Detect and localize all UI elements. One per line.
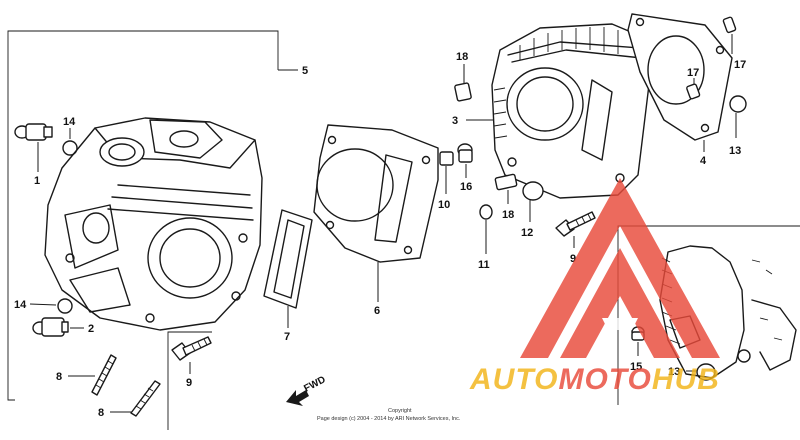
- callout-14-bottom: 14: [14, 299, 27, 311]
- washer-11: [479, 204, 493, 220]
- callout-13-bottom: 13: [668, 366, 680, 378]
- fwd-arrow: FWD: [286, 374, 328, 406]
- dowel-pin-17-mid: [686, 83, 701, 100]
- stud-8-a: [91, 354, 117, 396]
- callout-2: 2: [88, 323, 94, 335]
- head-gasket-6: [313, 124, 439, 263]
- callout-15: 15: [630, 361, 642, 373]
- callout-7: 7: [284, 331, 290, 343]
- stud-8-b: [130, 380, 161, 417]
- callout-5: 5: [302, 65, 308, 77]
- callout-13-top: 13: [729, 145, 741, 157]
- callout-9-left: 9: [186, 377, 192, 389]
- callout-3: 3: [452, 115, 458, 127]
- cap-nut-16: [457, 143, 473, 163]
- callout-6: 6: [374, 305, 380, 317]
- callout-12: 12: [521, 227, 533, 239]
- cylinder: [491, 23, 653, 199]
- callout-18-mid: 18: [502, 209, 514, 221]
- dowel-pin-18-mid: [494, 173, 518, 191]
- assembly-bracket-5: [7, 30, 279, 401]
- callout-14-top: 14: [63, 116, 76, 128]
- callout-8-a: 8: [56, 371, 62, 383]
- callout-16: 16: [460, 181, 472, 193]
- watermark-text: AUTOMOTOHUB: [469, 363, 720, 396]
- callout-1: 1: [34, 175, 40, 187]
- callout-17-top: 17: [734, 59, 746, 71]
- bolt-9-left: [171, 336, 212, 361]
- bolt-9-right: [555, 211, 596, 237]
- dowel-pin-17-top: [722, 16, 737, 34]
- callout-17-mid: 17: [687, 67, 699, 79]
- copyright-line-1: Copyright: [388, 408, 412, 414]
- seal-7: [263, 209, 313, 309]
- callout-4: 4: [700, 155, 707, 167]
- watermark-logo: AUTOMOTOHUB: [469, 178, 720, 396]
- fwd-label: FWD: [302, 374, 327, 394]
- o-ring-14-bottom: [57, 298, 73, 314]
- callout-11: 11: [478, 259, 490, 271]
- tappet-cap-1: [14, 123, 53, 141]
- o-ring-13-bottom: [696, 363, 716, 381]
- dowel-pin-18-top: [454, 82, 472, 102]
- nut-10: [439, 151, 454, 166]
- callout-8-b: 8: [98, 407, 104, 419]
- o-ring-13-top: [729, 95, 747, 113]
- o-ring-14-top: [62, 140, 78, 156]
- cylinder-gasket-4: [627, 13, 733, 141]
- cylinder-head: [44, 117, 263, 331]
- tappet-cap-2: [32, 317, 69, 337]
- callout-10: 10: [438, 199, 450, 211]
- seal-12: [522, 181, 544, 201]
- callout-9-right: 9: [570, 253, 576, 265]
- copyright-line-2: Page design (c) 2004 - 2014 by ARI Netwo…: [317, 416, 461, 422]
- triangle-a-logo-icon: [520, 178, 720, 358]
- callout-18-top: 18: [456, 51, 468, 63]
